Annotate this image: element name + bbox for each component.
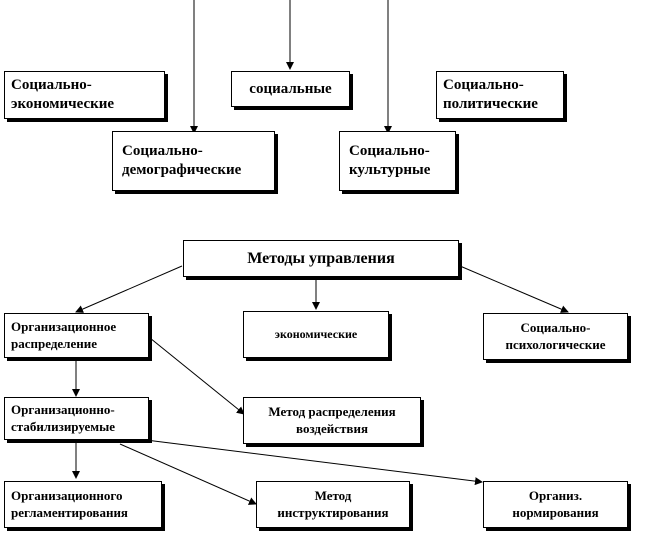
box-socio-political: Социально- политические [436,71,564,119]
label-line: Социально- [349,143,430,160]
label-line: нормирования [512,504,599,520]
box-socio-economic: Социально- экономические [4,71,165,119]
label-line: Организационного [11,488,123,504]
label-line: Социально- [122,143,203,160]
label-line: психологические [505,336,606,352]
box-management-methods: Методы управления [183,240,459,277]
label-line: Социально- [520,320,591,336]
box-org-distribution: Организационное распределение [4,313,149,358]
arrow-to-norm [145,439,483,486]
label-line: социальные [249,80,332,97]
box-org-regulation: Организационного регламентирования [4,481,162,528]
label-line: стабилизируемые [11,418,116,434]
label-line: инструктирования [277,504,389,520]
label-line: воздействия [296,420,368,436]
box-socio-demographic: Социально- демографические [112,131,275,191]
diagram-title: Методы управления [247,249,395,267]
arrow-to-org-dist [75,265,183,313]
arrow-to-sps [459,265,569,313]
box-normalization: Организ. нормирования [483,481,628,528]
label-line: демографические [122,162,242,178]
label-line: экономические [11,96,115,112]
label-line: политические [443,96,538,112]
arrow-to-instr [119,443,257,505]
label-line: экономические [274,327,358,341]
label-line: Социально- [443,77,524,94]
label-line: регламентирования [11,504,128,520]
label-line: Организ. [528,488,583,504]
arrow-to-impact [149,337,245,415]
box-socio-psychological: Социально- психологические [483,313,628,360]
box-instruction: Метод инструктирования [256,481,410,528]
label-line: культурные [349,162,431,178]
box-org-stabilizing: Организационно- стабилизируемые [4,397,149,440]
label-line: Организационное [11,319,117,335]
label-line: распределение [11,335,97,351]
label-line: Социально- [11,77,92,94]
box-socio-cultural: Социально- культурные [339,131,456,191]
box-social: социальные [231,71,350,107]
box-economic: экономические [243,311,389,358]
label-line: Организационно- [11,402,115,418]
label-line: Метод распределения [268,404,396,420]
label-line: Метод [314,488,352,504]
box-impact-distribution: Метод распределения воздействия [243,397,421,444]
